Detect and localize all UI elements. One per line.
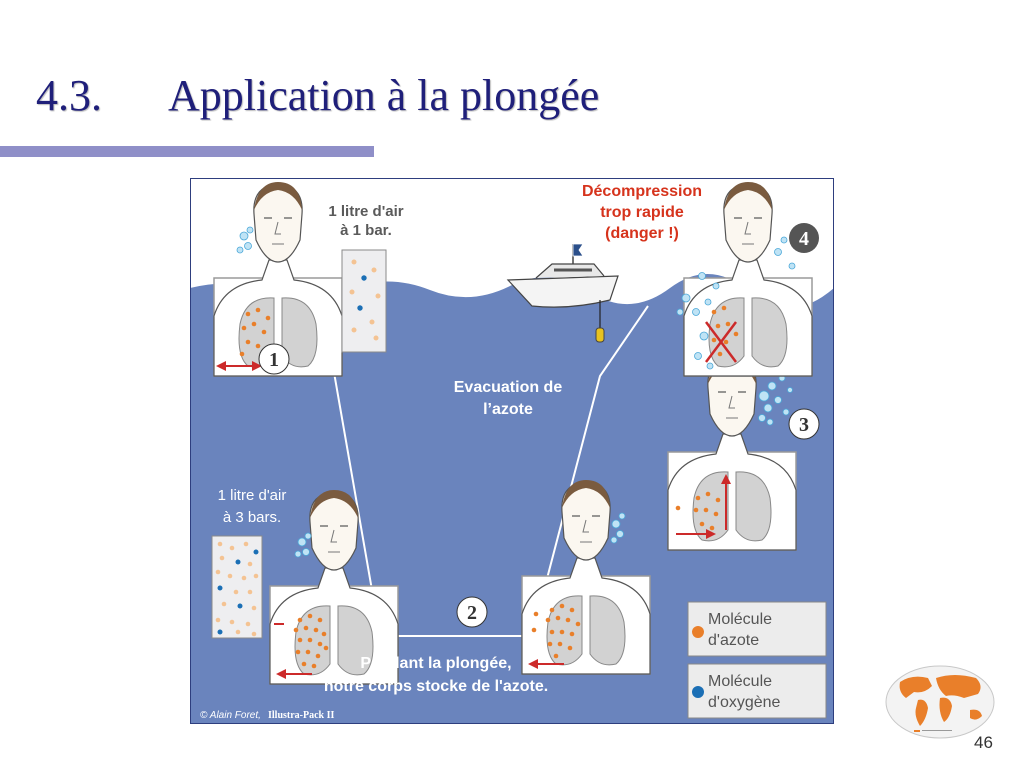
legend-oxygen-box	[687, 663, 827, 719]
step2-caption-line1: Pendant la plongée,	[360, 655, 511, 672]
air-1bar-line2: à 1 bar.	[340, 222, 392, 239]
decompression-line1: Décompression	[582, 183, 702, 200]
step-number-1: 1	[269, 349, 279, 371]
diver-deep	[269, 489, 399, 685]
nitrogen-swatch	[692, 626, 704, 638]
title-underline	[0, 146, 374, 157]
legend-nitrogen-line1: Molécule	[708, 611, 772, 628]
page-title: 4.3. Application à la plongée	[36, 70, 599, 121]
credit-author: © Alain Foret,	[200, 710, 261, 721]
diver-step1	[213, 181, 343, 377]
legend-nitrogen-line2: d'azote	[708, 632, 759, 649]
evacuation-line2: l’azote	[483, 401, 533, 418]
legend: Molécule d'azote Molécule d'oxygène	[687, 601, 827, 719]
oxygen-swatch	[692, 686, 704, 698]
step-badge-2	[456, 596, 488, 628]
evacuation-line1: Evacuation de	[454, 379, 563, 396]
air-sample-1bar	[341, 249, 387, 353]
diving-diagram: 1 litre d'air à 1 bar. 1 1 litre d'air à…	[190, 178, 834, 724]
credit-pack: Illustra-Pack II	[268, 710, 335, 721]
decompression-line3: (danger !)	[605, 225, 679, 242]
step-number-4: 4	[799, 228, 809, 250]
air-1bar-line1: 1 litre d'air	[328, 203, 403, 220]
step-badge-1	[258, 343, 290, 375]
step-number-2: 2	[467, 602, 477, 624]
air-3bars-line2: à 3 bars.	[223, 509, 281, 526]
legend-nitrogen-box	[687, 601, 827, 657]
legend-oxygen-line2: d'oxygène	[708, 694, 781, 711]
page-number: 46	[974, 733, 993, 752]
diver-step2	[521, 479, 651, 675]
step2-caption-line2: notre corps stocke de l'azote.	[324, 678, 548, 695]
diver-step4	[676, 181, 813, 377]
boat-icon	[506, 243, 619, 343]
world-map-logo	[885, 665, 995, 739]
decompression-line2: trop rapide	[600, 204, 684, 221]
air-3bars-line1: 1 litre d'air	[218, 487, 287, 504]
step-badge-3	[788, 408, 820, 440]
section-number: 4.3.	[36, 71, 102, 120]
step-number-3: 3	[799, 414, 809, 436]
step-badge-4	[789, 223, 819, 253]
section-title: Application à la plongée	[168, 71, 600, 120]
legend-oxygen-line1: Molécule	[708, 673, 772, 690]
